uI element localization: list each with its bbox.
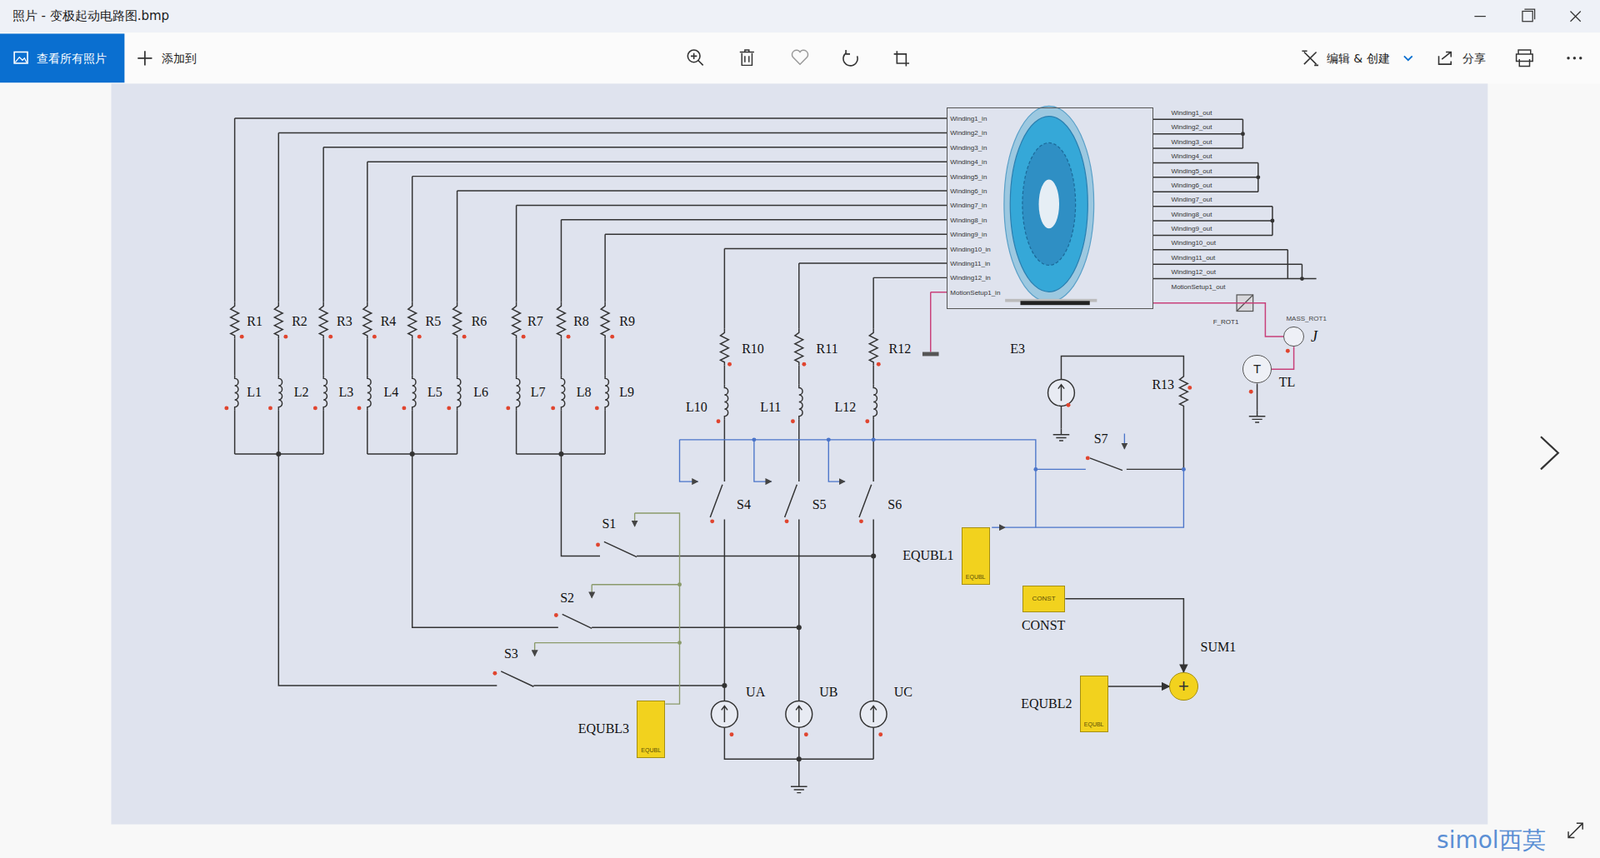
pin-label: Winding11_out (1170, 254, 1217, 262)
resistor-label: R13 (1151, 376, 1175, 392)
pin-label: Winding2_out (1170, 124, 1214, 132)
pin-label: Winding4_out (1170, 153, 1214, 161)
switch-label: S1 (601, 516, 616, 532)
inductor-label: L1 (246, 385, 262, 400)
resistor-label: R7 (527, 313, 544, 329)
block-label: SUM1 (1200, 640, 1237, 655)
inductor-label: L6 (473, 385, 489, 400)
inductor-label: L7 (530, 385, 546, 400)
pin-label: Winding5_in (950, 173, 987, 181)
pin-label: MotionSetup1_out (1170, 283, 1227, 291)
pin-label: Winding12_out (1170, 269, 1217, 277)
block-caption: EQUBL (640, 747, 661, 755)
block-label: EQUBL1 (902, 548, 954, 564)
inductor-label: L5 (427, 385, 443, 400)
resistor-label: R9 (619, 313, 635, 329)
inductor-label: L4 (383, 385, 399, 400)
symbol-letter: J (1310, 328, 1318, 346)
signal-connector (1153, 303, 1285, 337)
pin-label: Winding1_in (950, 115, 987, 124)
inductor-label: L9 (619, 385, 635, 400)
source-label: UB (819, 685, 838, 700)
pin-label: Winding7_in (950, 202, 987, 210)
pin-label: Winding7_out (1170, 196, 1214, 205)
signal-connector (1271, 346, 1295, 370)
resistor-label: R3 (336, 313, 353, 329)
resistor-label: R12 (889, 341, 912, 357)
resistor-label: R5 (425, 313, 442, 329)
switch-label: S2 (560, 590, 575, 605)
torque-source: TTL (1242, 355, 1271, 384)
equation-block: EQUBL1EQUBL (961, 527, 990, 585)
toolbar-label: 添加到 (161, 51, 197, 65)
pin-label: Winding10_out (1170, 240, 1217, 248)
switch-label: S5 (812, 497, 827, 513)
equation-block: EQUBL3EQUBL (636, 700, 665, 759)
pin-label: Winding11_in (950, 260, 990, 268)
block-caption: EQUBL (965, 574, 986, 581)
inductor-label: L8 (576, 385, 592, 400)
source-label: UC (894, 685, 913, 700)
resistor-label: R2 (291, 313, 308, 329)
sensor-label: F_ROT1 (1212, 318, 1240, 326)
pin-label: Winding10_in (950, 245, 990, 254)
pin-label: Winding1_out (1170, 109, 1214, 117)
block-label: CONST (1021, 618, 1065, 634)
sum-sign: + (1178, 675, 1190, 697)
signal-connector (1065, 599, 1184, 673)
block-caption: EQUBL (1084, 721, 1105, 729)
pin-label: Winding6_in (950, 187, 987, 195)
block-label: TL (1279, 375, 1296, 390)
inductor-label: L12 (835, 399, 857, 415)
switch-label: S7 (1094, 430, 1109, 446)
toolbar-label: 编辑 & 创建 (1326, 51, 1390, 65)
const-block: CONSTCONST (1022, 585, 1065, 613)
source-label: E3 (1010, 341, 1025, 357)
signal-connector (1108, 685, 1170, 688)
resistor-label: R6 (471, 313, 488, 329)
inductor-label: L11 (760, 399, 781, 415)
switch-label: S6 (887, 497, 902, 513)
block-caption: CONST (1032, 595, 1056, 603)
block-label: EQUBL2 (1020, 696, 1072, 712)
sum-block: SUM1+ (1169, 672, 1198, 701)
pin-label: Winding6_out (1170, 181, 1214, 190)
pin-label: Winding12_in (950, 275, 990, 283)
pin-label: MotionSetup1_in (950, 289, 1000, 297)
block-label: EQUBL3 (578, 721, 630, 737)
pin-label: Winding8_in (950, 216, 987, 225)
inductor-label: L3 (339, 385, 355, 400)
equation-block: EQUBL2EQUBL (1080, 675, 1109, 734)
watermark: simol西莫 (1436, 827, 1546, 855)
pin-label: Winding4_in (950, 159, 987, 167)
inductor-label: L10 (685, 399, 708, 415)
component-name: MASS_ROT1 (1285, 315, 1326, 323)
resistor-label: R8 (573, 313, 590, 329)
pin-label: Winding3_in (950, 144, 987, 152)
pin-label: Winding2_in (950, 130, 987, 138)
toolbar-label: 分享 (1462, 51, 1486, 65)
pin-label: Winding9_out (1170, 225, 1214, 233)
pin-label: Winding8_out (1170, 210, 1214, 219)
resistor-label: R4 (380, 313, 397, 329)
switch-label: S3 (504, 646, 519, 662)
button-label: 查看所有照片 (36, 51, 107, 65)
inductor-label: L2 (294, 385, 310, 400)
symbol-letter: T (1253, 362, 1261, 377)
pin-label: Winding9_in (950, 231, 987, 240)
resistor-label: R11 (816, 341, 839, 357)
inertia-symbol: MASS_ROT1J (1283, 326, 1305, 348)
source-label: UA (745, 685, 765, 700)
resistor-label: R10 (741, 341, 765, 357)
pin-label: Winding3_out (1170, 138, 1214, 146)
pin-label: Winding5_out (1170, 167, 1214, 175)
window-title: 照片 - 变极起动电路图.bmp (12, 9, 170, 24)
resistor-label: R1 (246, 313, 263, 329)
switch-label: S4 (736, 497, 751, 513)
motor-block: Winding1_inWinding2_inWinding3_inWinding… (946, 107, 1153, 310)
